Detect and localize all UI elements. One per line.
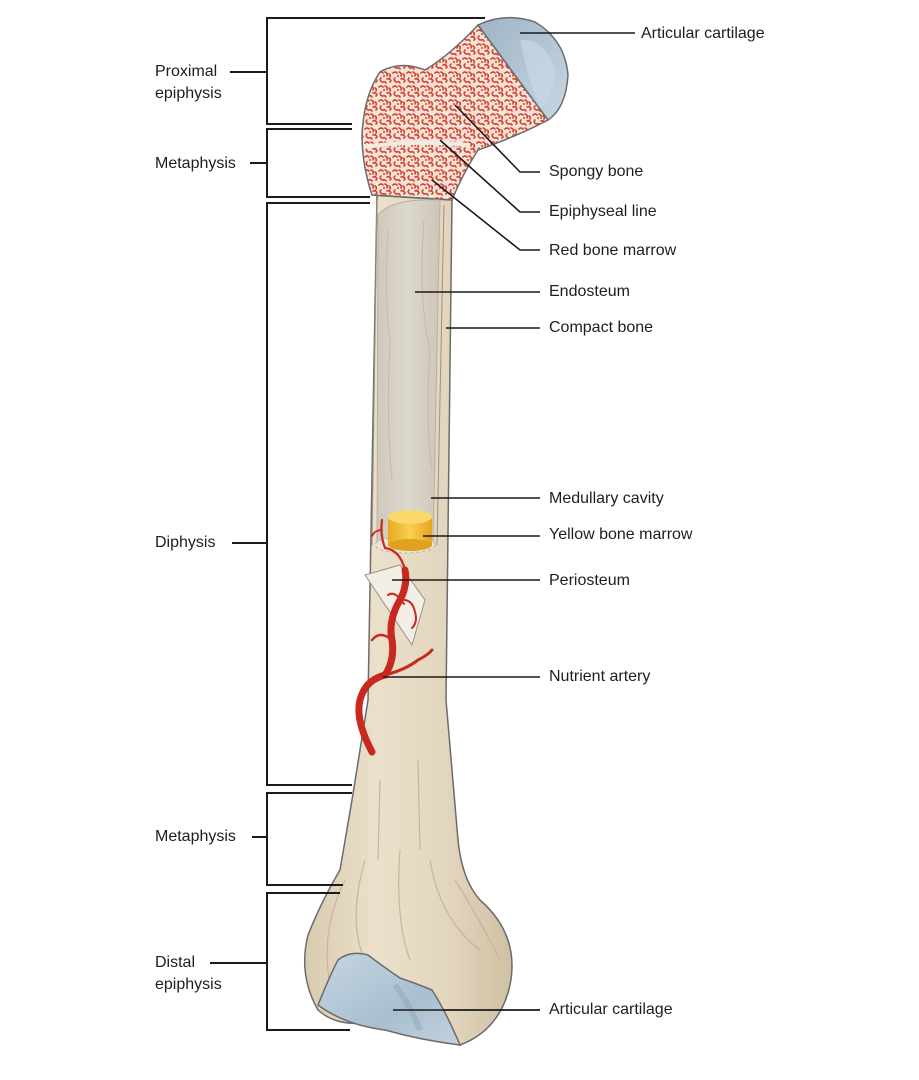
medullary-cavity-shape — [376, 199, 441, 546]
label-distal-epiphysis: Distal epiphysis — [155, 952, 222, 996]
label-proximal-epiphysis: Proximal epiphysis — [155, 61, 222, 105]
label-diaphysis: Diphysis — [155, 534, 216, 551]
label-articular-cartilage-bottom: Articular cartilage — [549, 1001, 673, 1018]
leader-spongy-bone — [454, 104, 540, 173]
label-articular-cartilage-top: Articular cartilage — [641, 25, 765, 42]
label-epiphyseal-line: Epiphyseal line — [549, 203, 657, 220]
label-metaphysis-distal: Metaphysis — [155, 828, 236, 845]
bracket-distal-epiphysis — [266, 892, 350, 1031]
label-medullary-cavity: Medullary cavity — [549, 490, 664, 507]
label-nutrient-artery: Nutrient artery — [549, 668, 651, 685]
label-red-bone-marrow: Red bone marrow — [549, 242, 677, 259]
label-periosteum: Periosteum — [549, 572, 630, 589]
label-line: Distal — [155, 954, 196, 971]
label-yellow-bone-marrow: Yellow bone marrow — [549, 526, 693, 543]
region-brackets — [210, 17, 485, 1031]
leader-red-bone-marrow — [431, 179, 540, 251]
label-line: epiphysis — [155, 976, 222, 993]
distal-condyle-texture — [326, 759, 501, 986]
bracket-diaphysis — [266, 202, 370, 786]
label-spongy-bone: Spongy bone — [549, 163, 644, 180]
bracket-metaphysis-distal — [266, 792, 352, 886]
proximal-head — [361, 23, 550, 201]
label-line: epiphysis — [155, 85, 222, 102]
yellow-bone-marrow-shape — [388, 510, 432, 551]
epiphyseal-line-mark — [363, 140, 471, 149]
leader-epiphyseal-line — [439, 139, 540, 213]
label-line: Proximal — [155, 63, 218, 80]
nutrient-artery-shape — [355, 518, 434, 756]
articular-cartilage-bottom-shape — [317, 952, 462, 1046]
label-compact-bone: Compact bone — [549, 319, 654, 336]
label-metaphysis-proximal: Metaphysis — [155, 155, 236, 172]
label-endosteum: Endosteum — [549, 283, 630, 300]
